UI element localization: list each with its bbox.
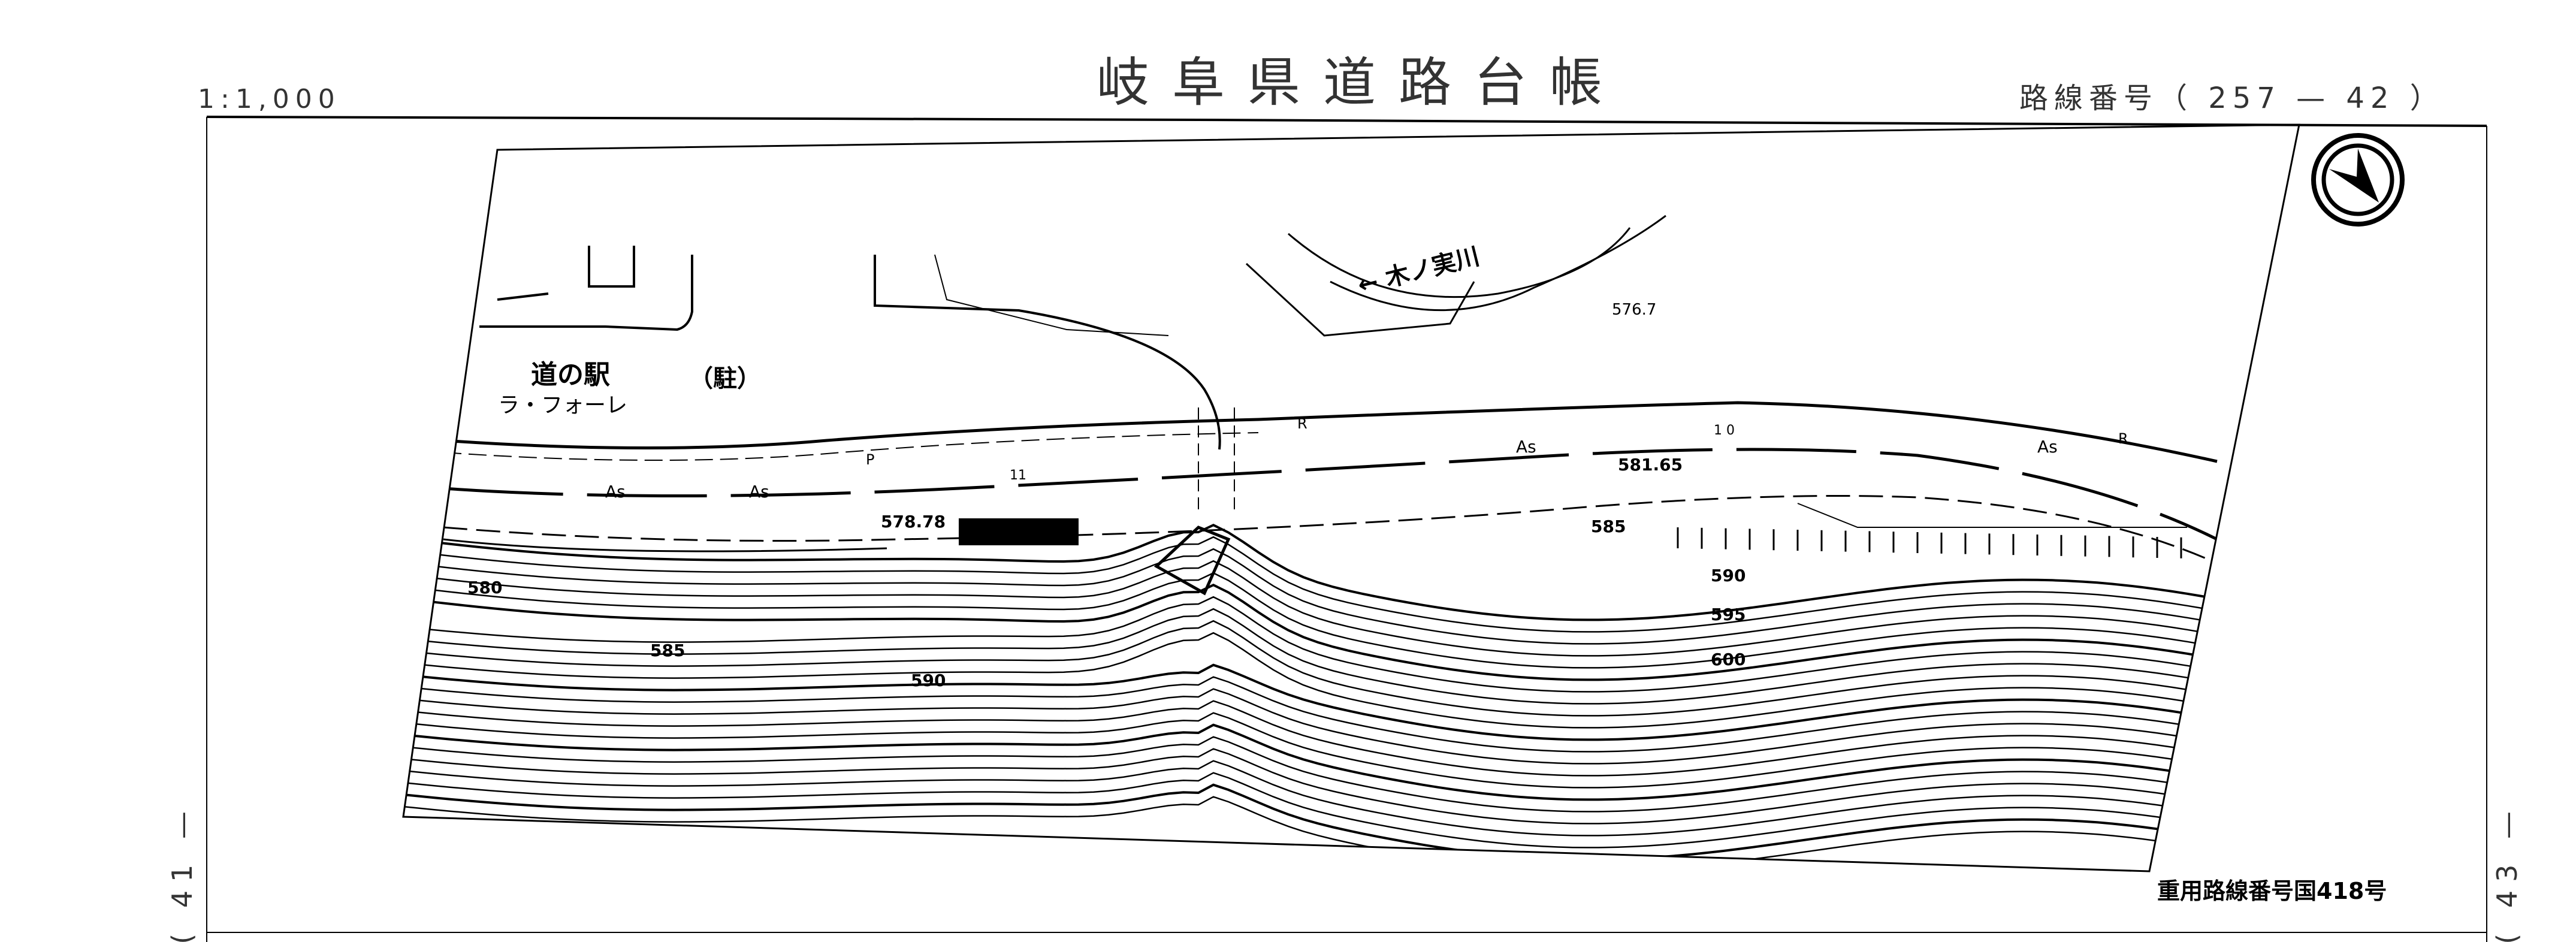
contour-label: 590 — [1711, 566, 1745, 585]
elevation-label: 581.65 — [1618, 455, 1683, 475]
elevation-label: 576.7 — [1612, 301, 1656, 319]
contour-line — [403, 736, 2278, 813]
contour-label: 580 — [467, 578, 502, 597]
contour-line — [403, 583, 2278, 681]
contour-line — [403, 783, 2278, 861]
road-mark: 1 0 — [1714, 423, 1735, 438]
contour-line — [403, 572, 2278, 669]
road-mark: 11 — [1010, 468, 1026, 483]
scale-label: 1:1,000 — [198, 84, 341, 114]
contour-line — [403, 688, 2278, 765]
river — [934, 215, 1666, 337]
contour-lines — [403, 523, 2278, 871]
contour-line — [403, 748, 2278, 825]
contour-line — [403, 596, 2278, 693]
left-adjacent-sheet: ( 41 — — [166, 803, 198, 942]
hatched-structure — [959, 518, 1079, 545]
contour-label: 590 — [911, 671, 946, 690]
road-edges — [443, 401, 2218, 564]
road-mark: R — [1297, 415, 1307, 432]
pavement-label: As — [749, 482, 769, 502]
pavement-label: As — [605, 482, 626, 502]
contour-line — [403, 620, 2278, 717]
contour-label: 595 — [1711, 605, 1745, 624]
contour-line — [403, 608, 2278, 705]
sheet-title: 岐阜県道路台帳 — [1097, 52, 1625, 113]
map-area: 道の駅 ラ・フォーレ （駐） ← 木ノ実川 576.7 581.65 578.7… — [403, 215, 2278, 871]
contour-line — [403, 723, 2278, 801]
slope-marks — [1677, 527, 2182, 558]
right-adjacent-sheet: ( 43 — — [2491, 803, 2523, 942]
pavement-label: As — [1516, 437, 1536, 457]
facility-subname: ラ・フォーレ — [498, 393, 627, 418]
north-arrow-icon — [2311, 133, 2405, 227]
facility-name: 道の駅 — [531, 360, 610, 390]
contour-line — [403, 523, 2278, 621]
contour-line — [403, 632, 2278, 729]
station-outline — [479, 246, 1221, 450]
contour-label: 600 — [1711, 650, 1745, 669]
parking-label: （駐） — [689, 365, 761, 393]
contour-label: 585 — [1591, 517, 1626, 536]
overlap-route-label: 重用路線番号国418号 — [2157, 878, 2387, 904]
sheet-frame — [206, 116, 2487, 942]
elevation-label: 578.78 — [881, 512, 946, 532]
contour-line — [403, 663, 2278, 741]
contour-line — [403, 548, 2278, 645]
pavement-label: As — [2037, 437, 2058, 457]
contour-line — [403, 772, 2278, 849]
route-number: 路線番号（ 257 — 42 ） — [2019, 81, 2445, 115]
contour-line — [403, 712, 2278, 789]
river-label: ← 木ノ実川 — [1355, 243, 1482, 300]
contour-label: 585 — [650, 641, 685, 660]
map-boundary — [402, 123, 2300, 872]
contour-line — [403, 676, 2278, 753]
contour-line — [403, 796, 2278, 871]
culvert — [1153, 526, 1231, 596]
contour-line — [403, 560, 2278, 657]
contour-line — [403, 760, 2278, 837]
road-mark: P — [866, 451, 874, 468]
contour-line — [403, 536, 2278, 633]
contour-line — [403, 700, 2278, 777]
road-mark: R — [2118, 430, 2128, 447]
